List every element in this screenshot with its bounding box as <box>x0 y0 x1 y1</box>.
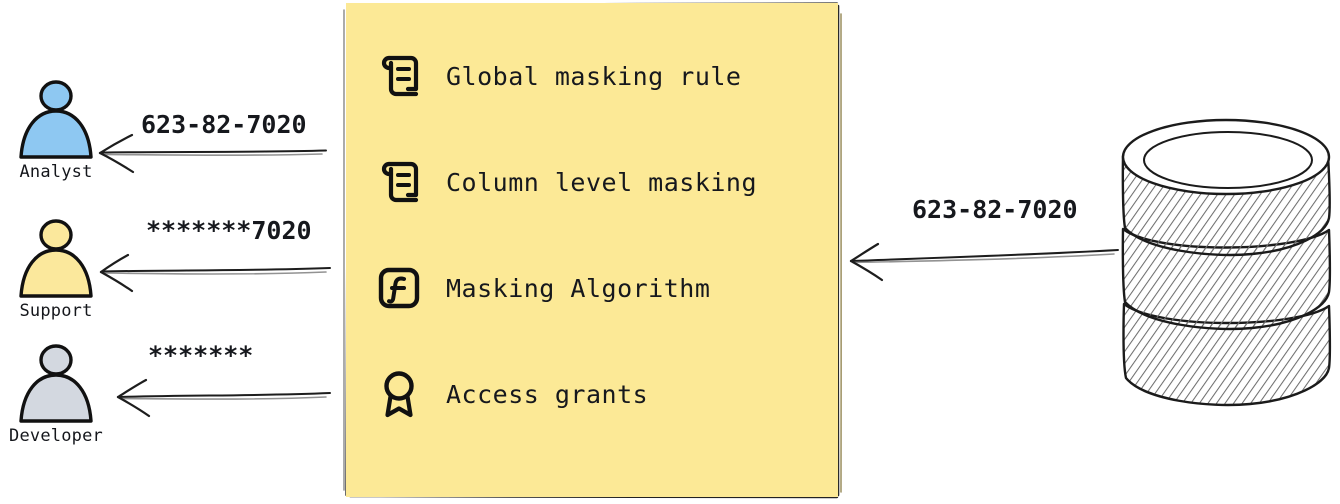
actor-analyst[interactable]: Analyst <box>0 78 116 182</box>
panel-item-label: Column level masking <box>446 167 758 197</box>
panel-item-column-level-masking[interactable]: Column level masking <box>376 153 838 211</box>
panel-item-label: Masking Algorithm <box>446 273 711 303</box>
arrow-to-analyst <box>98 133 327 174</box>
actor-label: Support <box>19 301 93 321</box>
award-icon <box>376 369 422 419</box>
arrow-to-support <box>99 253 331 293</box>
flow-label-developer: ******* <box>148 341 254 370</box>
person-icon <box>19 80 93 159</box>
scroll-icon <box>376 51 422 101</box>
panel-item-global-masking-rule[interactable]: Global masking rule <box>376 47 838 105</box>
panel-item-access-grants[interactable]: Access grants <box>376 365 838 423</box>
arrow-db-to-panel <box>849 242 1119 282</box>
actor-label: Analyst <box>19 162 93 182</box>
actor-developer[interactable]: Developer <box>0 342 116 446</box>
person-icon <box>19 344 93 423</box>
database-icon[interactable] <box>1118 116 1336 408</box>
panel-item-list: Global masking rule Column level masking <box>346 3 838 497</box>
scroll-icon <box>376 157 422 207</box>
panel-item-label: Access grants <box>446 379 649 409</box>
actor-support[interactable]: Support <box>0 217 116 321</box>
flow-label-analyst: 623-82-7020 <box>141 110 307 139</box>
masking-policy-panel: Global masking rule Column level masking <box>346 3 838 497</box>
panel-item-label: Global masking rule <box>446 61 742 91</box>
arrow-to-developer <box>116 378 331 418</box>
person-icon <box>19 219 93 298</box>
function-icon <box>376 263 422 313</box>
panel-item-masking-algorithm[interactable]: Masking Algorithm <box>376 259 838 317</box>
flow-label-database: 623-82-7020 <box>912 195 1078 224</box>
flow-label-support: *******7020 <box>146 216 312 245</box>
actor-label: Developer <box>9 426 103 446</box>
